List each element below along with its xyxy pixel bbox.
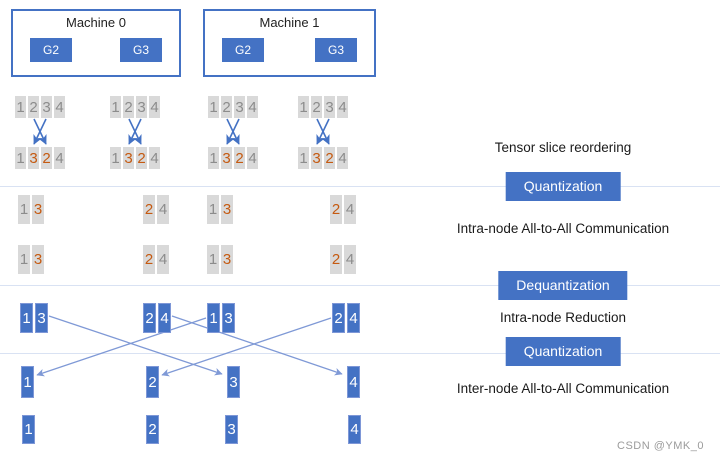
reordered-slices-cell: 3 bbox=[311, 147, 322, 169]
original-slices-cell: 2 bbox=[311, 96, 322, 118]
original-slices-cell: 1 bbox=[298, 96, 309, 118]
inter-alltoall-received-cell: 4 bbox=[347, 366, 360, 398]
stage-label: Inter-node All-to-All Communication bbox=[456, 381, 670, 396]
gpu-row: G2 G3 bbox=[205, 30, 374, 62]
process-step-button: Dequantization bbox=[498, 271, 628, 300]
reordered-slices-cell: 3 bbox=[28, 147, 39, 169]
intra-alltoall-received-cell: 3 bbox=[221, 245, 233, 274]
quantized-slices-cell: 1 bbox=[207, 195, 219, 224]
intra-alltoall-received-cell: 4 bbox=[344, 245, 356, 274]
intra-alltoall-received-cell: 4 bbox=[157, 245, 169, 274]
process-step-button: Quantization bbox=[505, 172, 621, 201]
reordered-slices-cell: 1 bbox=[208, 147, 219, 169]
original-slices-cell: 2 bbox=[221, 96, 232, 118]
quantized-slices-cell: 3 bbox=[221, 195, 233, 224]
reduced-slices-cell: 4 bbox=[347, 303, 360, 333]
final-slices-cell: 3 bbox=[225, 415, 238, 444]
reordered-slices-cell: 1 bbox=[110, 147, 121, 169]
quantized-slices-cell: 2 bbox=[143, 195, 155, 224]
reorder-arrow bbox=[33, 118, 47, 145]
reordered-slices-cell: 3 bbox=[123, 147, 134, 169]
original-slices-cell: 1 bbox=[110, 96, 121, 118]
reordered-slices-cell: 1 bbox=[298, 147, 309, 169]
internode-arrow bbox=[161, 317, 332, 377]
intra-alltoall-received-cell: 2 bbox=[143, 245, 155, 274]
stage-label: Intra-node All-to-All Communication bbox=[456, 221, 670, 236]
reduced-slices-cell: 4 bbox=[158, 303, 171, 333]
reordered-slices-cell: 3 bbox=[221, 147, 232, 169]
internode-arrow bbox=[36, 317, 207, 377]
gpu-chip: G3 bbox=[120, 38, 162, 62]
machine-box: Machine 0 G2 G3 bbox=[11, 9, 181, 77]
reduced-slices-cell: 2 bbox=[143, 303, 156, 333]
reordered-slices-cell: 4 bbox=[337, 147, 348, 169]
reorder-arrow bbox=[316, 118, 330, 145]
stage-label: Tensor slice reordering bbox=[494, 140, 632, 155]
process-step-button: Quantization bbox=[505, 337, 621, 366]
reorder-arrow bbox=[128, 118, 142, 145]
original-slices-cell: 1 bbox=[208, 96, 219, 118]
quantized-slices-cell: 4 bbox=[344, 195, 356, 224]
reduced-slices-cell: 2 bbox=[332, 303, 345, 333]
gpu-chip: G2 bbox=[222, 38, 264, 62]
intra-alltoall-received-cell: 3 bbox=[32, 245, 44, 274]
final-slices-cell: 1 bbox=[22, 415, 35, 444]
divider-line bbox=[0, 353, 720, 354]
reduced-slices-cell: 1 bbox=[20, 303, 33, 333]
machine-label: Machine 0 bbox=[66, 15, 126, 30]
reordered-slices-cell: 2 bbox=[136, 147, 147, 169]
reorder-arrow bbox=[226, 118, 240, 145]
inter-alltoall-received-cell: 1 bbox=[21, 366, 34, 398]
quantized-slices-cell: 4 bbox=[157, 195, 169, 224]
original-slices-cell: 3 bbox=[136, 96, 147, 118]
inter-alltoall-received-cell: 3 bbox=[227, 366, 240, 398]
final-slices-cell: 4 bbox=[348, 415, 361, 444]
stage-label: Intra-node Reduction bbox=[499, 310, 627, 325]
reordered-slices-cell: 4 bbox=[54, 147, 65, 169]
original-slices-cell: 4 bbox=[149, 96, 160, 118]
quantized-slices-cell: 3 bbox=[32, 195, 44, 224]
machine-label: Machine 1 bbox=[259, 15, 320, 30]
reordered-slices-cell: 2 bbox=[324, 147, 335, 169]
intra-alltoall-received-cell: 2 bbox=[330, 245, 342, 274]
intra-alltoall-received-cell: 1 bbox=[18, 245, 30, 274]
reduced-slices-cell: 3 bbox=[222, 303, 235, 333]
final-slices-cell: 2 bbox=[146, 415, 159, 444]
original-slices-cell: 3 bbox=[324, 96, 335, 118]
original-slices-cell: 4 bbox=[247, 96, 258, 118]
original-slices-cell: 2 bbox=[123, 96, 134, 118]
gpu-chip: G2 bbox=[30, 38, 72, 62]
gpu-row: G2 G3 bbox=[13, 30, 179, 62]
reordered-slices-cell: 4 bbox=[149, 147, 160, 169]
original-slices-cell: 3 bbox=[41, 96, 52, 118]
quantized-slices-cell: 2 bbox=[330, 195, 342, 224]
internode-arrow bbox=[171, 315, 343, 376]
quantized-slices-cell: 1 bbox=[18, 195, 30, 224]
reordered-slices-cell: 2 bbox=[234, 147, 245, 169]
csdn-watermark: CSDN @YMK_0 bbox=[617, 440, 704, 452]
machine-box: Machine 1 G2 G3 bbox=[203, 9, 376, 77]
reduced-slices-cell: 1 bbox=[207, 303, 220, 333]
original-slices-cell: 2 bbox=[28, 96, 39, 118]
reordered-slices-cell: 4 bbox=[247, 147, 258, 169]
original-slices-cell: 4 bbox=[54, 96, 65, 118]
reordered-slices-cell: 2 bbox=[41, 147, 52, 169]
original-slices-cell: 3 bbox=[234, 96, 245, 118]
gpu-chip: G3 bbox=[315, 38, 357, 62]
divider-line bbox=[0, 186, 720, 187]
reduced-slices-cell: 3 bbox=[35, 303, 48, 333]
original-slices-cell: 4 bbox=[337, 96, 348, 118]
divider-line bbox=[0, 285, 720, 286]
inter-alltoall-received-cell: 2 bbox=[146, 366, 159, 398]
intra-alltoall-received-cell: 1 bbox=[207, 245, 219, 274]
original-slices-cell: 1 bbox=[15, 96, 26, 118]
reordered-slices-cell: 1 bbox=[15, 147, 26, 169]
